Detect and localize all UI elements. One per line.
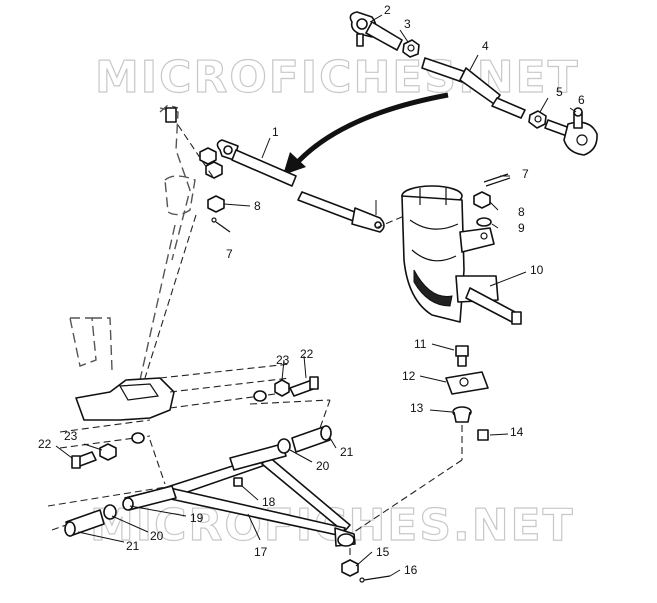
vehicle-frame <box>59 317 291 449</box>
pivot-nut-right-23 <box>274 379 290 397</box>
callout-20-left: 20 <box>150 529 164 543</box>
tie-rod-end-left-part <box>349 11 403 51</box>
bushing-right-21 <box>291 425 332 453</box>
callout-21-right: 21 <box>340 445 354 459</box>
jam-nut-5 <box>528 110 547 129</box>
callout-6: 6 <box>578 93 585 107</box>
spindle-10 <box>401 185 522 325</box>
callout-8-left: 8 <box>254 199 261 213</box>
callout-1: 1 <box>272 125 279 139</box>
steering-column <box>139 104 196 381</box>
washer-9 <box>476 217 492 227</box>
cotter-pin-left-7 <box>211 217 231 233</box>
bolt-11 <box>455 345 469 367</box>
callout-23-right: 23 <box>276 353 290 367</box>
callout-20-right: 20 <box>316 459 330 473</box>
leader-lines <box>55 14 577 577</box>
callout-labels: 2 3 4 5 6 1 7 8 8 9 7 10 11 12 13 14 23 … <box>38 3 585 577</box>
callout-16: 16 <box>404 563 418 577</box>
ball-joint-13 <box>452 406 472 423</box>
washer-right-20 <box>277 438 291 454</box>
callout-22-left: 22 <box>38 437 52 451</box>
tie-rod-end-right-6 <box>544 107 598 156</box>
callout-18: 18 <box>262 495 276 509</box>
callout-15: 15 <box>376 545 390 559</box>
bushing-left-21 <box>64 509 105 537</box>
callout-5: 5 <box>556 85 563 99</box>
castle-nut-15 <box>341 559 359 577</box>
assembly-arrow <box>283 92 449 175</box>
pivot-bushing-upper <box>253 390 267 402</box>
callout-17: 17 <box>254 545 268 559</box>
cotter-pin-16 <box>359 575 391 583</box>
callout-14: 14 <box>510 425 524 439</box>
grease-fitting-18 <box>233 477 243 487</box>
callout-4: 4 <box>482 39 489 53</box>
callout-8-right: 8 <box>518 205 525 219</box>
callout-2: 2 <box>384 3 391 17</box>
callout-9: 9 <box>518 221 525 235</box>
tie-rod-4 <box>421 57 526 119</box>
pivot-bolt-left-22 <box>71 451 97 469</box>
plate-12 <box>445 371 489 395</box>
hardware-stack-left <box>199 147 223 179</box>
callout-7-right: 7 <box>522 167 529 181</box>
jam-nut-3 <box>402 39 420 58</box>
watermark-top: MICROFICHES.NET <box>95 52 580 103</box>
pivot-bolt-right-22 <box>289 376 319 397</box>
callout-13: 13 <box>410 401 424 415</box>
callout-19: 19 <box>190 511 204 525</box>
callout-10: 10 <box>530 263 544 277</box>
assembly-lines <box>47 124 463 560</box>
washer-left-20 <box>103 504 117 520</box>
callout-7-left: 7 <box>226 247 233 261</box>
callout-3: 3 <box>404 17 411 31</box>
pivot-bushing-lower <box>131 432 145 444</box>
bolt-14 <box>477 429 489 441</box>
callout-22-right: 22 <box>300 347 314 361</box>
tie-rod-assembly-1 <box>216 139 385 233</box>
castle-nut-left-8 <box>207 195 225 213</box>
bushing-19 <box>122 497 134 511</box>
pivot-nut-left-23 <box>99 443 117 461</box>
callout-21-left: 21 <box>126 539 140 553</box>
cotter-pin-right-7 <box>483 173 511 187</box>
callout-12: 12 <box>402 369 416 383</box>
a-arm-17 <box>124 443 356 547</box>
callout-11: 11 <box>414 337 427 351</box>
callout-23-left: 23 <box>64 429 78 443</box>
castle-nut-right-8 <box>473 191 491 209</box>
